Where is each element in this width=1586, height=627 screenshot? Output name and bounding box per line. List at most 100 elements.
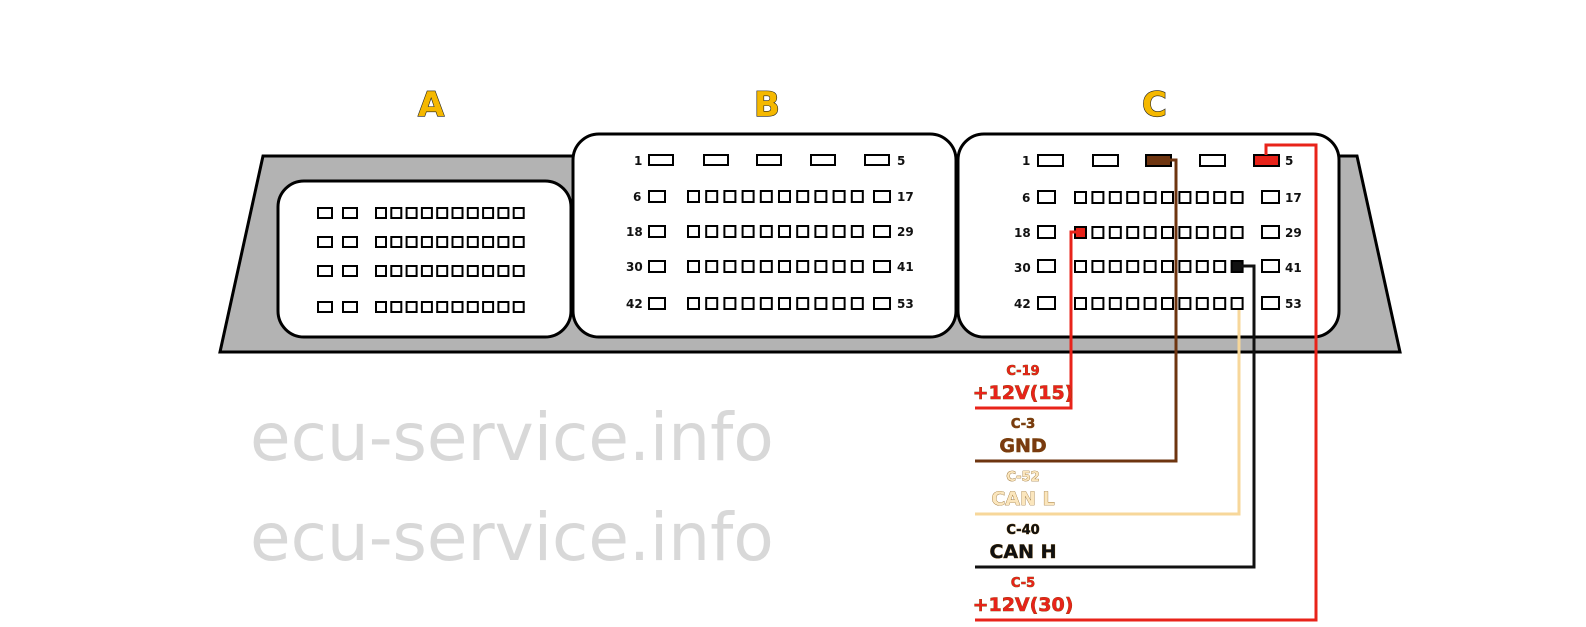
pin — [648, 260, 666, 273]
wire-signal-label: +12V(15) — [973, 382, 1074, 404]
pin — [687, 297, 700, 310]
pin — [1126, 191, 1140, 204]
pin — [648, 225, 666, 238]
pin — [1161, 226, 1174, 239]
pin — [648, 190, 666, 203]
pin — [1108, 191, 1122, 204]
pin — [1199, 154, 1226, 167]
pin — [497, 207, 510, 219]
pin — [1178, 191, 1192, 204]
pin — [1195, 191, 1209, 204]
pin — [705, 190, 719, 203]
pin — [796, 225, 810, 238]
pin-number: 30 — [626, 260, 643, 274]
pin — [1178, 260, 1192, 273]
pin — [814, 260, 828, 273]
pin — [814, 297, 828, 310]
pin — [1195, 226, 1209, 239]
pin — [1230, 297, 1244, 310]
pin — [512, 236, 525, 248]
pin — [1037, 190, 1056, 204]
pin — [1195, 260, 1209, 273]
pin — [778, 225, 791, 238]
pin — [850, 260, 864, 273]
pin-number: 53 — [897, 297, 914, 311]
watermark: ecu-service.info — [250, 399, 774, 476]
pin — [1091, 191, 1105, 204]
pin — [482, 301, 495, 313]
pin — [648, 297, 666, 310]
pin — [317, 236, 333, 248]
pin — [317, 301, 333, 313]
pin-number: 29 — [1285, 226, 1302, 240]
pin — [1213, 297, 1227, 310]
pin-number: 6 — [1022, 191, 1030, 205]
wire-signal-label: CAN L — [991, 488, 1054, 510]
pin — [451, 236, 464, 248]
pin — [1230, 191, 1244, 204]
pin — [741, 260, 755, 273]
pin — [796, 297, 810, 310]
pin-number: 41 — [897, 260, 914, 274]
pin — [420, 265, 433, 277]
pin — [1261, 190, 1280, 204]
pin — [375, 207, 387, 219]
pin — [741, 190, 755, 203]
pin-number: 53 — [1285, 297, 1302, 311]
pin — [1261, 296, 1280, 310]
pin — [405, 301, 418, 313]
pin — [405, 265, 418, 277]
pin — [778, 260, 791, 273]
pin — [1108, 260, 1122, 273]
pin — [482, 236, 495, 248]
pin — [466, 265, 479, 277]
pin — [1161, 297, 1174, 310]
pin — [1037, 154, 1064, 167]
pin — [342, 265, 358, 277]
pin — [796, 260, 810, 273]
pin-number: 18 — [626, 225, 643, 239]
pin — [436, 207, 449, 219]
pin — [1261, 259, 1280, 273]
pin — [436, 301, 449, 313]
pin — [451, 301, 464, 313]
pin — [342, 236, 358, 248]
pin — [1126, 226, 1140, 239]
wire-pin-label: C-5 — [1011, 576, 1035, 591]
pin — [342, 301, 358, 313]
pin — [1161, 260, 1174, 273]
pin-number: 17 — [1285, 191, 1302, 205]
wire-pin-label: C-19 — [1006, 364, 1039, 379]
pin — [1037, 225, 1056, 239]
pin — [451, 207, 464, 219]
pin — [648, 154, 674, 166]
pin — [796, 190, 810, 203]
pin — [850, 225, 864, 238]
pin — [1161, 191, 1174, 204]
pin — [390, 265, 403, 277]
pin — [390, 207, 403, 219]
pin — [451, 265, 464, 277]
pin — [405, 236, 418, 248]
pin — [873, 260, 891, 273]
pin — [1178, 297, 1192, 310]
pin — [1213, 226, 1227, 239]
connector-c-pin-numbers: 1 5 6 17 18 29 30 41 42 53 — [1014, 154, 1302, 311]
pin-number: 29 — [897, 225, 914, 239]
pin — [723, 260, 737, 273]
pin — [850, 297, 864, 310]
pin-grid — [317, 154, 1280, 313]
wire-pin-label: C-52 — [1006, 470, 1039, 485]
pin — [466, 301, 479, 313]
pin — [1092, 154, 1119, 167]
pin — [497, 236, 510, 248]
pin-number: 17 — [897, 190, 914, 204]
pin — [1261, 225, 1280, 239]
pin — [832, 260, 846, 273]
connector-a-body — [276, 179, 573, 339]
pin — [512, 207, 525, 219]
pin — [1091, 297, 1105, 310]
pin — [436, 236, 449, 248]
pin — [703, 154, 729, 166]
pin — [375, 301, 387, 313]
